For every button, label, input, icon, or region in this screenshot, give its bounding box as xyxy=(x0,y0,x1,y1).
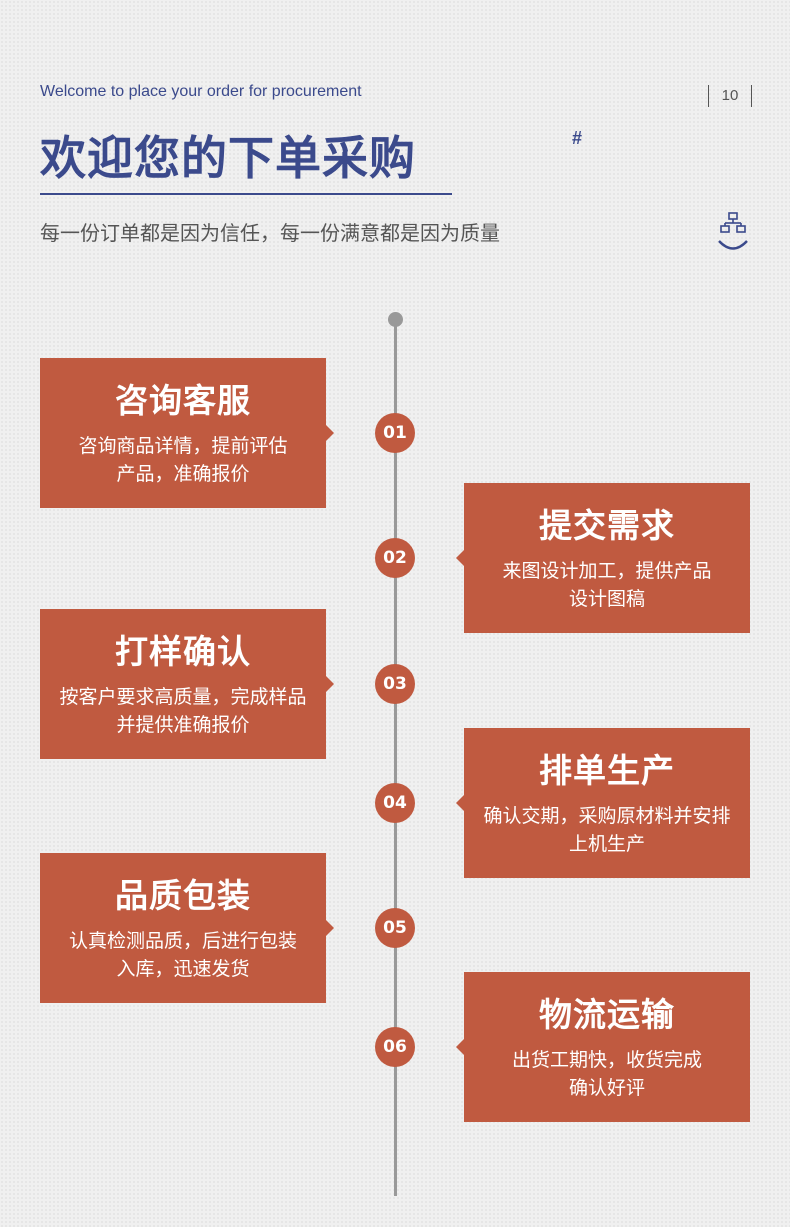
step-description: 出货工期快，收货完成 确认好评 xyxy=(476,1046,738,1102)
step-description-line: 上机生产 xyxy=(568,833,645,855)
step-card-sample: 打样确认 按客户要求高质量，完成样品 并提供准确报价 xyxy=(40,609,334,759)
timeline-start-dot xyxy=(388,312,403,327)
step-title: 排单生产 xyxy=(539,751,675,790)
step-number-badge: 03 xyxy=(375,664,415,704)
step-number-badge: 06 xyxy=(375,1027,415,1067)
step-title: 打样确认 xyxy=(115,632,251,671)
step-description-line: 认真检测品质，后进行包装 xyxy=(68,930,297,952)
step-description-line: 入库，迅速发货 xyxy=(116,958,250,980)
step-description-line: 出货工期快，收货完成 xyxy=(511,1049,702,1071)
step-card-packaging: 品质包装 认真检测品质，后进行包装 入库，迅速发货 xyxy=(40,853,334,1003)
step-description-line: 咨询商品详情，提前评估 xyxy=(78,435,288,457)
step-number-badge: 04 xyxy=(375,783,415,823)
step-card-logistics: 物流运输 出货工期快，收货完成 确认好评 xyxy=(456,972,750,1122)
step-title: 咨询客服 xyxy=(115,381,251,420)
step-description: 确认交期，采购原材料并安排 上机生产 xyxy=(476,802,738,858)
step-card-submit: 提交需求 来图设计加工，提供产品 设计图稿 xyxy=(456,483,750,633)
step-description-line: 并提供准确报价 xyxy=(116,714,250,736)
step-description: 咨询商品详情，提前评估 产品，准确报价 xyxy=(52,432,314,488)
step-description-line: 按客户要求高质量，完成样品 xyxy=(59,686,307,708)
step-number-badge: 05 xyxy=(375,908,415,948)
step-description: 认真检测品质，后进行包装 入库，迅速发货 xyxy=(52,927,314,983)
step-description-line: 确认好评 xyxy=(568,1077,645,1099)
title-underline xyxy=(40,193,452,195)
step-number-badge: 01 xyxy=(375,413,415,453)
step-card-consult: 咨询客服 咨询商品详情，提前评估 产品，准确报价 xyxy=(40,358,334,508)
hash-mark: # xyxy=(572,128,583,148)
step-description-line: 产品，准确报价 xyxy=(116,463,250,485)
slogan: 每一份订单都是因为信任，每一份满意都是因为质量 xyxy=(40,221,500,245)
step-description-line: 来图设计加工，提供产品 xyxy=(502,560,712,582)
org-chart-smile-icon xyxy=(718,212,748,250)
step-description: 来图设计加工，提供产品 设计图稿 xyxy=(476,557,738,613)
english-subtitle: Welcome to place your order for procurem… xyxy=(40,83,362,100)
step-description: 按客户要求高质量，完成样品 并提供准确报价 xyxy=(52,683,314,739)
step-title: 提交需求 xyxy=(539,506,675,545)
page-number: 10 xyxy=(708,85,752,107)
step-description-line: 确认交期，采购原材料并安排 xyxy=(483,805,731,827)
page-title: 欢迎您的下单采购 xyxy=(40,131,416,185)
step-title: 品质包装 xyxy=(115,876,251,915)
step-title: 物流运输 xyxy=(539,995,675,1034)
step-card-production: 排单生产 确认交期，采购原材料并安排 上机生产 xyxy=(456,728,750,878)
step-description-line: 设计图稿 xyxy=(568,588,645,610)
timeline-line xyxy=(394,318,397,1196)
step-number-badge: 02 xyxy=(375,538,415,578)
